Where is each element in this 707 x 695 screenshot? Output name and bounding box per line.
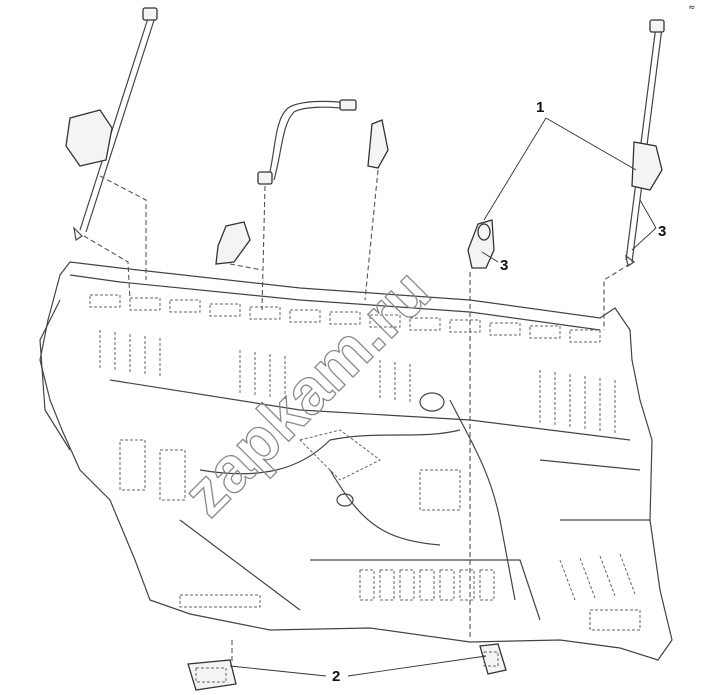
center-buckle: [467, 219, 495, 640]
seat-anchor-pads: [187, 640, 507, 691]
right-seat-belt-assembly: [603, 19, 665, 330]
callout-3-center: 3: [500, 257, 508, 274]
floor-stamping-pattern: [89, 294, 641, 631]
left-seat-belt-assembly: [65, 7, 158, 301]
leader-lines: [229, 117, 657, 677]
callout-3-right: 3: [658, 223, 666, 240]
corner-mark: ≈: [688, 3, 696, 13]
center-seat-belt-assembly: [215, 99, 389, 311]
callout-1: 1: [536, 99, 544, 116]
callout-2: 2: [332, 668, 340, 685]
watermark: zapkam.ru: [169, 255, 444, 530]
floor-panel: [39, 261, 673, 661]
